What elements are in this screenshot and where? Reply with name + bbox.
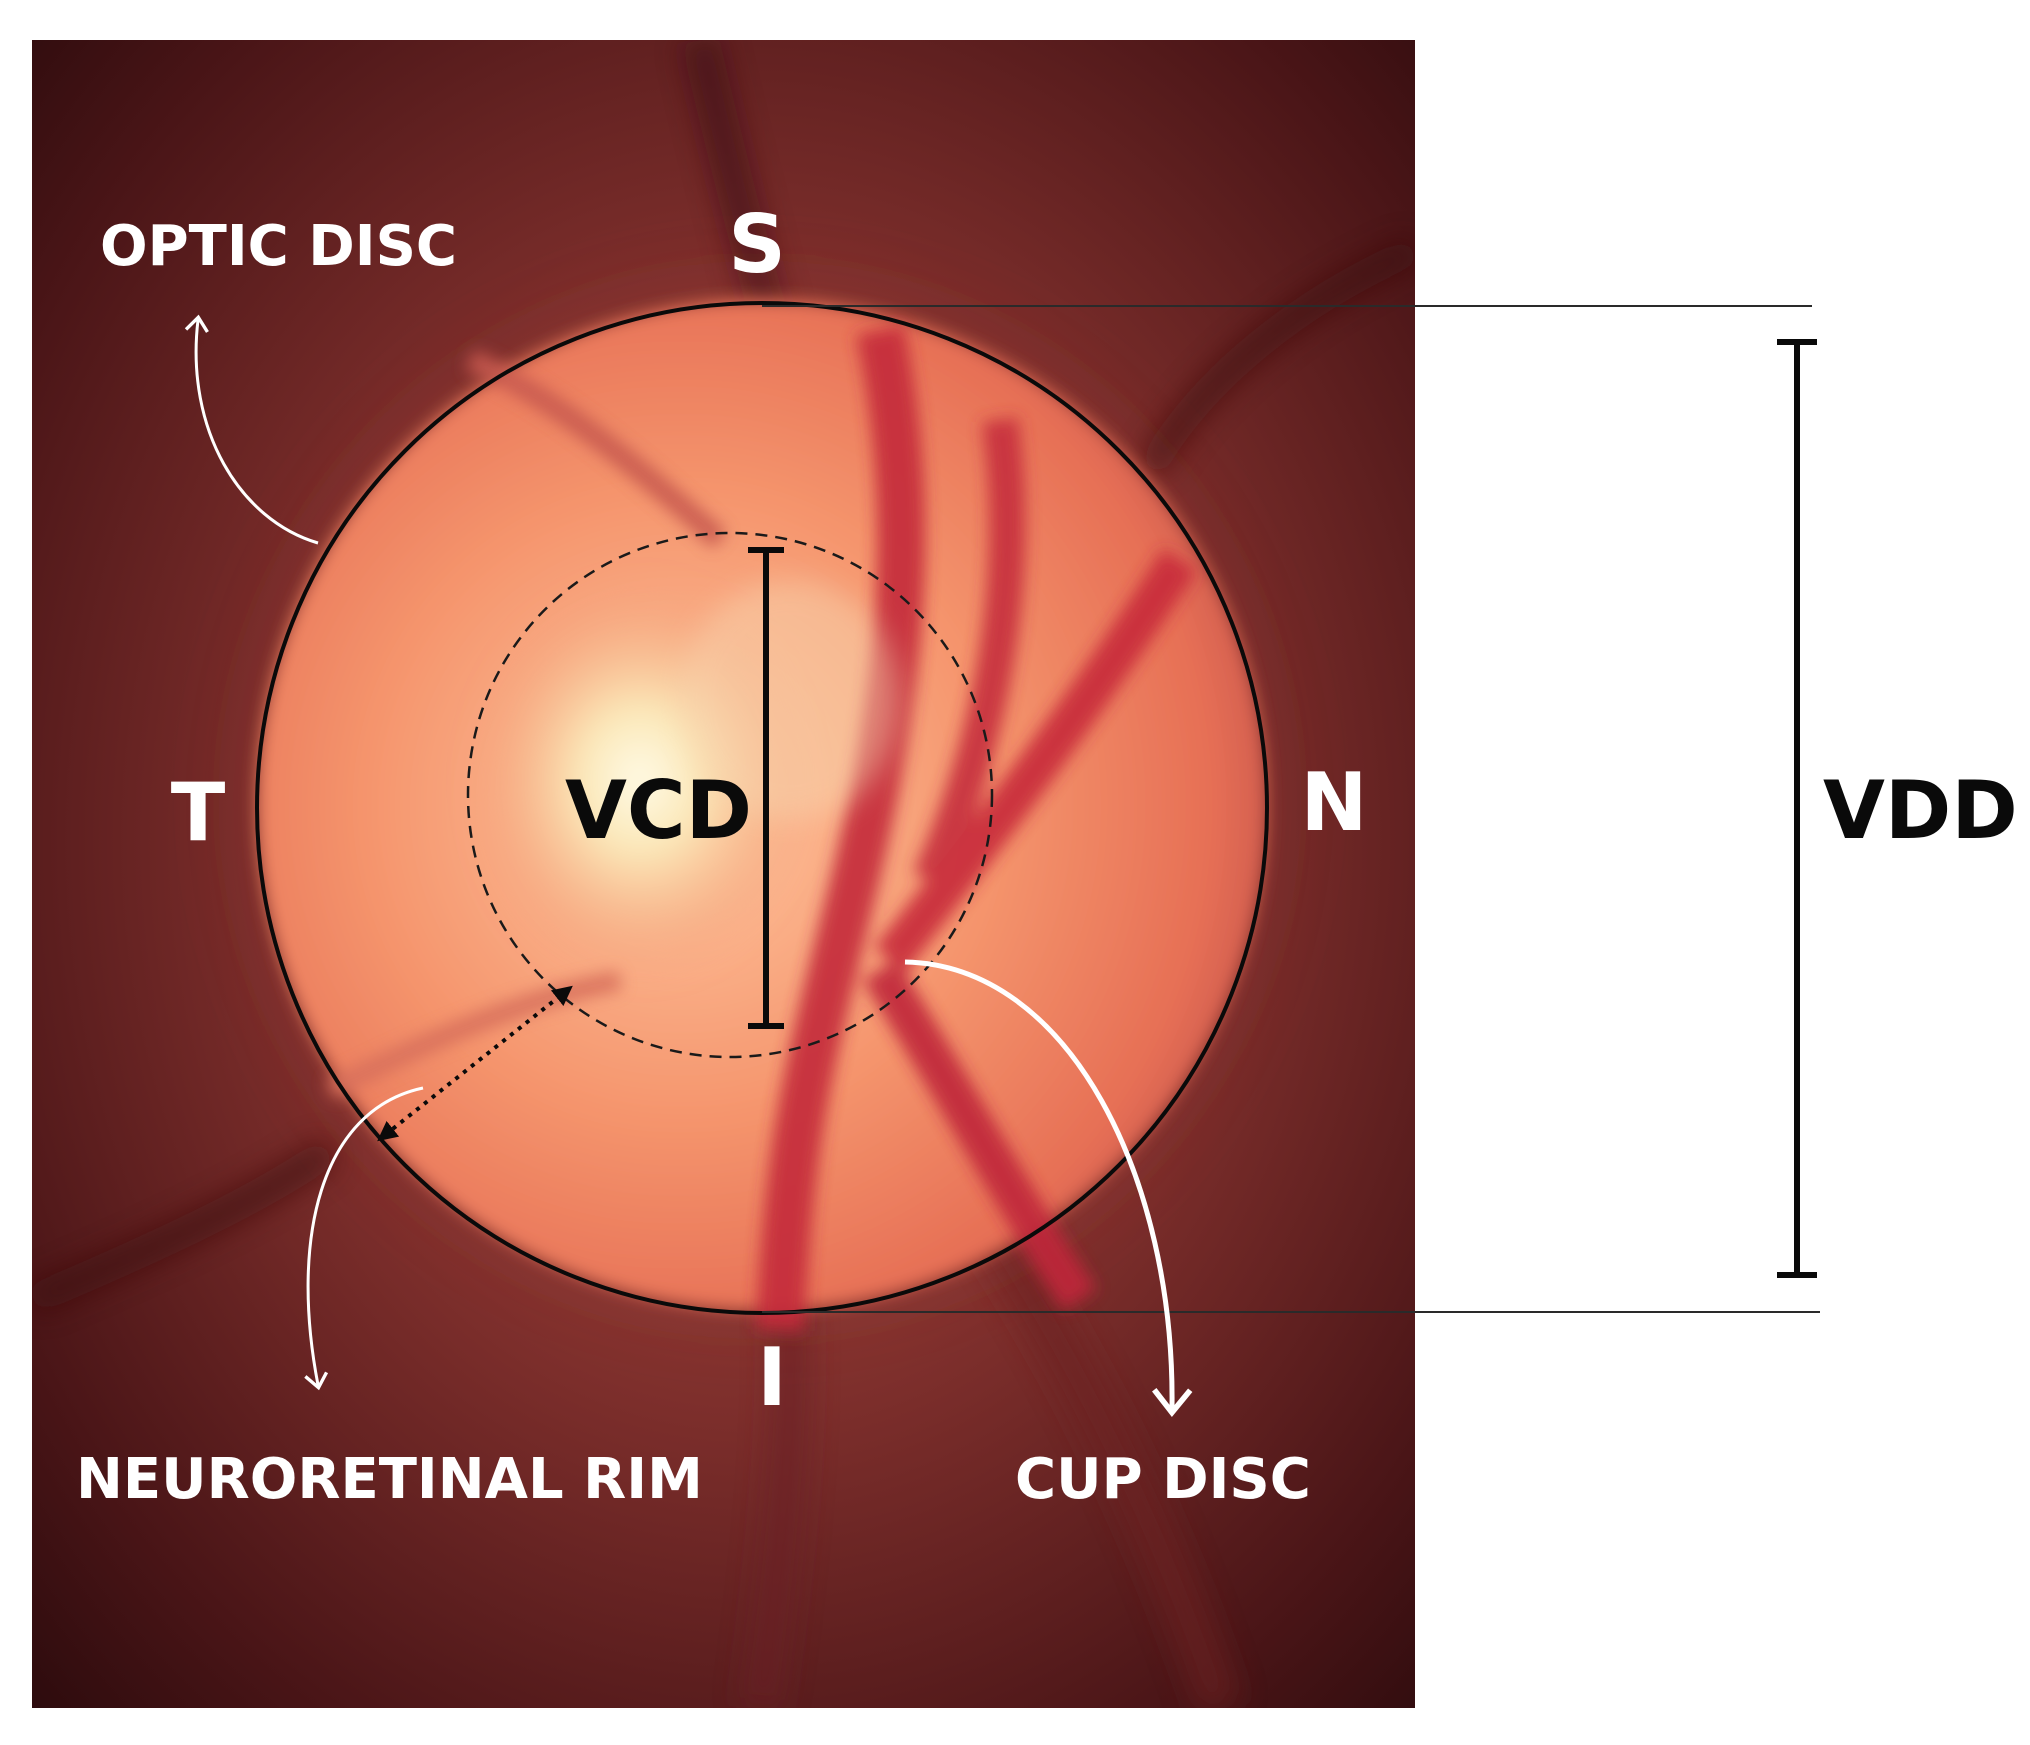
label-inferior: I <box>757 1331 787 1424</box>
label-temporal: T <box>171 766 226 859</box>
cup-outline <box>466 531 994 1059</box>
label-optic-disc: OPTIC DISC <box>100 214 457 279</box>
label-cup-disc: CUP DISC <box>1015 1447 1311 1512</box>
label-nasal: N <box>1301 756 1368 849</box>
label-vdd: VDD <box>1823 764 2018 857</box>
rim-width-arrow <box>377 985 573 1142</box>
cup-disc-pointer-arrow <box>904 959 1193 1418</box>
optic-disc-pointer-arrow <box>184 314 319 545</box>
vdd-measure-bar <box>1777 339 1817 1278</box>
label-vcd: VCD <box>565 764 752 857</box>
label-superior: S <box>728 198 786 291</box>
fundus-photo <box>32 40 1415 1708</box>
neuroretinal-rim-pointer-arrow <box>304 1086 424 1391</box>
vcd-measure-bar <box>748 547 784 1029</box>
vdd-reference-lines <box>762 305 1820 1313</box>
label-neuroretinal-rim: NEURORETINAL RIM <box>76 1447 703 1512</box>
